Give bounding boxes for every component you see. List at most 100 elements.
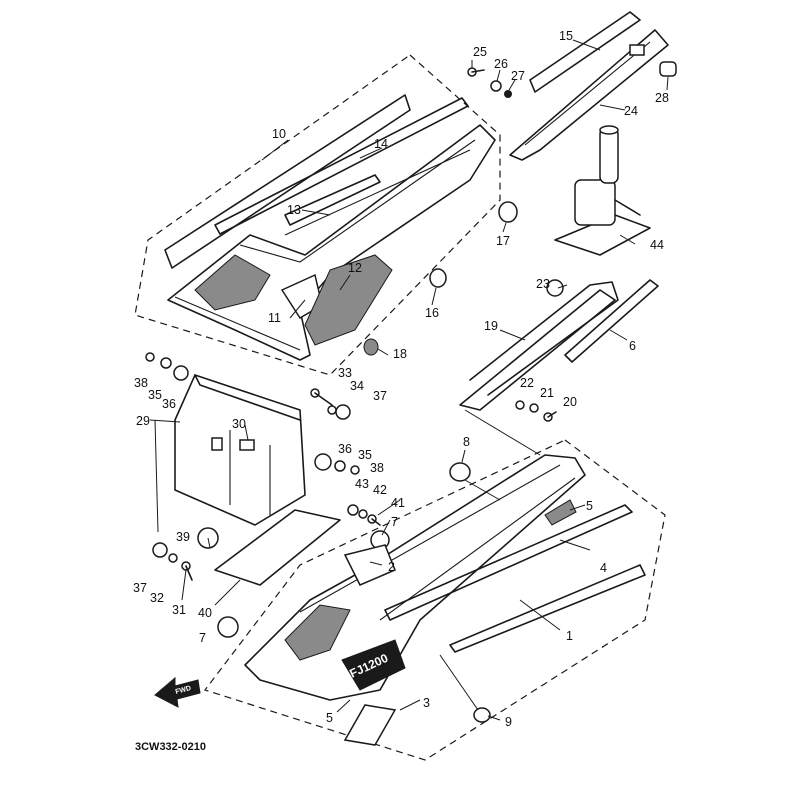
part-15-stripe [529,11,641,93]
part-19-cover [459,281,619,411]
callout-13: 13 [287,203,301,217]
part-18-spring [363,338,379,356]
callout-27: 27 [511,69,525,83]
part-38-nut-right [350,465,360,475]
part-38-nut [145,352,155,362]
part-23-grommet [546,279,564,297]
callout-10: 10 [272,127,286,141]
callout-38a: 38 [134,376,148,390]
lower-assembly-boundary [204,439,666,761]
callout-22: 22 [520,376,534,390]
upper-side-cover [167,124,496,361]
part-40-plate [214,509,341,586]
part-13-strip [284,174,381,226]
callout-5b: 5 [326,711,333,725]
callout-4: 4 [600,561,607,575]
callout-7b: 7 [199,631,206,645]
part-24-cover [509,29,669,161]
part-34-washer [327,405,337,415]
callout-9: 9 [505,715,512,729]
part-1-side-cover: FJ1200 [244,454,586,746]
callout-41: 41 [391,496,405,510]
callout-6: 6 [629,339,636,353]
callout-37b: 37 [133,581,147,595]
part-33-bolt [310,388,333,406]
part-31-screw [181,561,193,581]
callout-42: 42 [373,483,387,497]
part-28-grommet [659,61,677,77]
callout-26: 26 [494,57,508,71]
callout-36b: 36 [338,442,352,456]
callout-38b: 38 [370,461,384,475]
callout-37a: 37 [373,389,387,403]
part-6-stripe [564,279,659,363]
part-35-collar [160,357,172,369]
callout-35b: 35 [358,448,372,462]
part-36-grommet [173,365,189,381]
callout-25: 25 [473,45,487,59]
callout-39: 39 [176,530,190,544]
part-17-grommet [498,201,518,223]
callout-19: 19 [484,319,498,333]
part-10-decal-strip [164,94,411,269]
part-37-grommet [335,404,351,420]
callout-18: 18 [393,347,407,361]
callout-33: 33 [338,366,352,380]
callout-5a: 5 [586,499,593,513]
callout-30: 30 [232,417,246,431]
part-29-battery-box [174,374,306,526]
part-8-grommet [449,462,471,482]
part-14-stripe [214,97,469,235]
callout-23: 23 [536,277,550,291]
callout-15: 15 [559,29,573,43]
callout-29: 29 [136,414,150,428]
callout-1: 1 [566,629,573,643]
callout-44: 44 [650,238,664,252]
callout-40: 40 [198,606,212,620]
callout-12: 12 [348,261,362,275]
callout-43: 43 [355,477,369,491]
part-21-washer [529,403,539,413]
part-9-grommet [473,707,491,723]
part-1-long-stripe [449,564,646,653]
callout-14: 14 [374,137,388,151]
svg-text:FWD: FWD [175,685,192,696]
part-32-washer [168,553,178,563]
callout-7a: 7 [391,515,398,529]
callout-2: 2 [388,560,395,574]
callout-32: 32 [150,591,164,605]
catalog-code: 3CW332-0210 [135,741,206,753]
part-4-stripe [384,504,633,621]
leader-lines [149,39,669,721]
part-16-grommet [429,268,447,288]
forward-arrow-icon: FWD [154,676,201,708]
callout-17: 17 [496,234,510,248]
callout-34: 34 [350,379,364,393]
part-22-washer [515,400,525,410]
callout-31: 31 [172,603,186,617]
callout-3: 3 [423,696,430,710]
part-43-nut [347,504,359,516]
callout-28: 28 [655,91,669,105]
part-37-washer [152,542,168,558]
part-35-collar-right [334,460,346,472]
callout-21: 21 [540,386,554,400]
part-36-grommet-right [314,453,332,471]
callout-24: 24 [624,104,638,118]
part-2-emblem [343,544,396,586]
part-44-switch-assembly [554,125,651,256]
callout-8: 8 [463,435,470,449]
part-42-washer [358,509,368,519]
callout-16: 16 [425,306,439,320]
part-7-grommet-lower [217,616,239,638]
callout-numbers: 1 2 3 4 5 5 6 7 7 8 9 10 11 12 13 14 15 … [133,29,669,729]
hardware-25-27 [467,67,512,98]
part-20-bolt [543,411,557,422]
callout-11: 11 [268,311,281,325]
callout-20: 20 [563,395,577,409]
upper-assembly-boundary [134,54,501,376]
callout-35a: 35 [148,388,162,402]
part-41-bolt [367,514,381,526]
callout-36a: 36 [162,397,176,411]
